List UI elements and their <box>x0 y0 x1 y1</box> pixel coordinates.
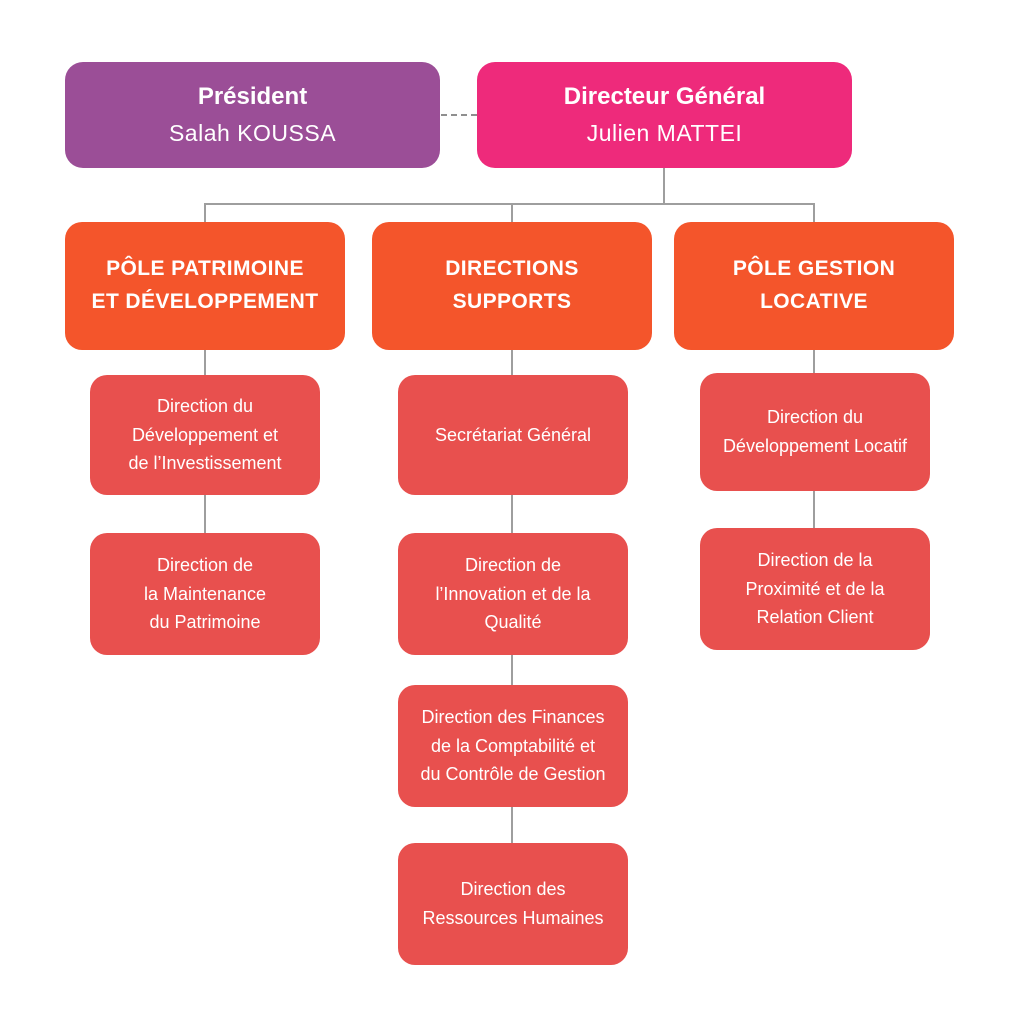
connector-col2-a <box>511 350 513 375</box>
connector-col1-a <box>204 350 206 375</box>
node-direction-proximite-relation-client: Direction de la Proximité et de la Relat… <box>700 528 930 650</box>
connector-stub-pole1 <box>204 203 206 223</box>
node-directeur-general: Directeur Général Julien MATTEI <box>477 62 852 168</box>
connector-col2-c <box>511 655 513 685</box>
connector-director-down <box>663 168 665 204</box>
node-direction-ressources-humaines: Direction des Ressources Humaines <box>398 843 628 965</box>
connector-stub-pole3 <box>813 203 815 223</box>
node-pole-gestion-locative: PÔLE GESTION LOCATIVE <box>674 222 954 350</box>
node-president: Président Salah KOUSSA <box>65 62 440 168</box>
connector-col3-a <box>813 350 815 373</box>
connector-col3-b <box>813 491 815 528</box>
director-title: Directeur Général <box>563 83 766 110</box>
node-direction-maintenance-patrimoine: Direction de la Maintenance du Patrimoin… <box>90 533 320 655</box>
node-secretariat-general: Secrétariat Général <box>398 375 628 495</box>
node-direction-developpement-investissement: Direction du Développement et de l’Inves… <box>90 375 320 495</box>
node-directions-supports: DIRECTIONS SUPPORTS <box>372 222 652 350</box>
node-direction-innovation-qualite: Direction de l’Innovation et de la Quali… <box>398 533 628 655</box>
connector-col2-d <box>511 807 513 843</box>
node-pole-patrimoine: PÔLE PATRIMOINE ET DÉVELOPPEMENT <box>65 222 345 350</box>
director-name: Julien MATTEI <box>586 120 743 146</box>
president-name: Salah KOUSSA <box>168 120 337 146</box>
connector-col1-b <box>204 495 206 533</box>
president-title: Président <box>197 83 308 110</box>
connector-branches-horizontal <box>204 203 815 205</box>
node-direction-developpement-locatif: Direction du Développement Locatif <box>700 373 930 491</box>
connector-stub-pole2 <box>511 203 513 223</box>
connector-col2-b <box>511 495 513 533</box>
connector-president-director <box>441 114 477 116</box>
node-direction-finances-comptabilite: Direction des Finances de la Comptabilit… <box>398 685 628 807</box>
